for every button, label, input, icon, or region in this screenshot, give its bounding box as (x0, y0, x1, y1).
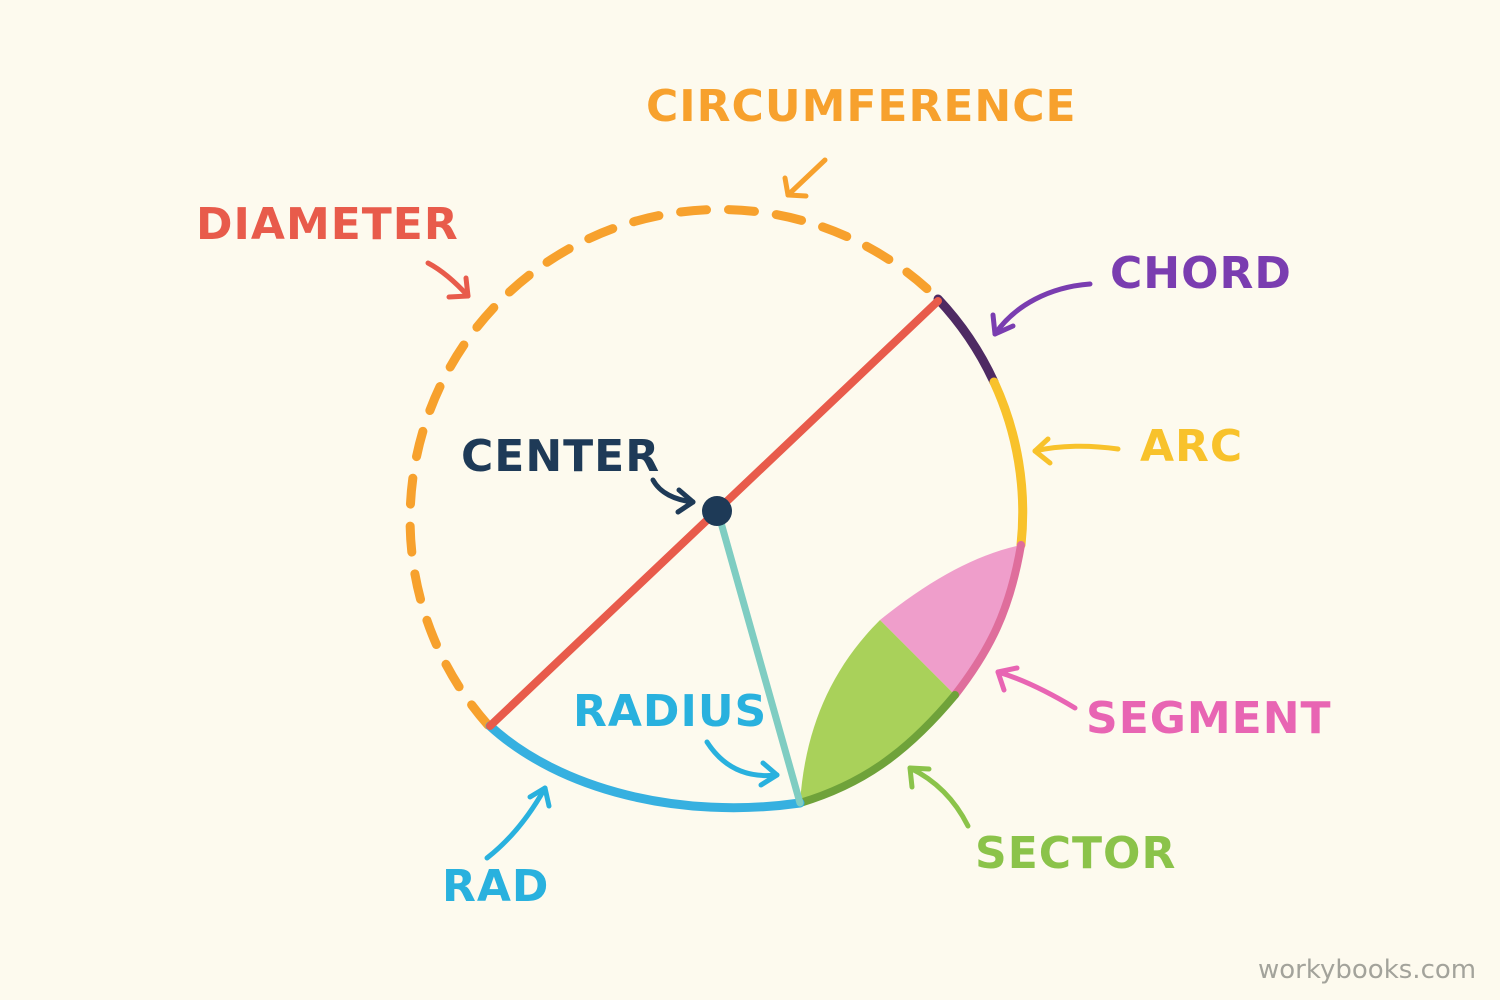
circumference-label: CIRCUMFERENCE (646, 81, 1077, 132)
watermark: workybooks.com (1258, 955, 1477, 985)
arc-yellow (989, 377, 1028, 550)
radius-line (714, 508, 804, 807)
sector-shape (800, 620, 955, 803)
sector-label: SECTOR (975, 828, 1177, 879)
radius-label: RADIUS (573, 686, 768, 737)
arrow-icon (425, 157, 1121, 861)
sector-edge (796, 691, 959, 807)
segment-label: SEGMENT (1086, 693, 1332, 744)
segment-edge (951, 541, 1025, 699)
center-point (702, 496, 732, 526)
circumference-dashed-arc (405, 205, 943, 730)
diameter-label: DIAMETER (196, 199, 459, 250)
rad-arc (485, 721, 805, 813)
rad-label: RAD (442, 861, 550, 912)
chord-label: CHORD (1110, 248, 1292, 299)
center-label: CENTER (461, 431, 661, 482)
arc-label: ARC (1140, 421, 1244, 472)
segment-shape (880, 545, 1021, 695)
chord-arc (933, 294, 999, 387)
